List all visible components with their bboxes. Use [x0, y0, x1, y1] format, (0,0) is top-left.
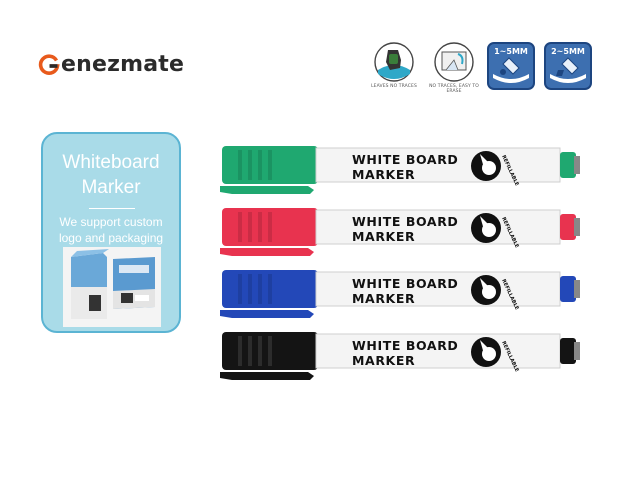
marker-label-line1: WHITE BOARD [352, 338, 458, 353]
marker-barrel [315, 333, 561, 369]
marker-red: WHITE BOARD MARKER REFILLABLE [218, 204, 584, 260]
marker-cap [222, 270, 318, 308]
packaging-photo [63, 247, 161, 327]
card-divider [89, 208, 135, 209]
marker-green: WHITE BOARD MARKER REFILLABLE [218, 142, 584, 198]
chisel-tip-icon [550, 57, 586, 83]
feature-leaves-no-traces: LEAVES NO TRACES [368, 40, 420, 92]
marker-label-line1: WHITE BOARD [352, 214, 458, 229]
brand-logo: enezmate [38, 54, 184, 76]
refill-ink-icon [471, 337, 501, 367]
marker-grip-ribs [238, 212, 272, 242]
marker-cap [222, 146, 318, 184]
marker-clip [220, 186, 314, 194]
marker-clip [220, 372, 314, 380]
feature-easy-erase: NO TRACES, EASY TO ERASE [428, 40, 480, 94]
feature-chisel-tip: 2~5MM [544, 42, 592, 90]
marker-graphic: WHITE BOARD MARKER REFILLABLE [220, 332, 580, 380]
marker-graphic: WHITE BOARD MARKER REFILLABLE [220, 270, 580, 318]
marker-barrel [315, 209, 561, 245]
marker-barrel [315, 147, 561, 183]
marker-grip-ribs [238, 274, 272, 304]
packaging-box-image [63, 247, 161, 327]
card-subtitle: We support custom logo and packaging [58, 215, 164, 245]
marker-grip-ribs [238, 336, 272, 366]
marker-end-tab [574, 280, 580, 298]
marker-end-tab [574, 218, 580, 236]
marker-barrel [315, 271, 561, 307]
feature-caption: NO TRACES, EASY TO ERASE [429, 84, 479, 94]
product-info-card: Whiteboard Marker We support custom logo… [41, 132, 181, 333]
board-wipe-icon [434, 42, 474, 82]
marker-end-plug [560, 338, 576, 364]
marker-end-plug [560, 276, 576, 302]
marker-label-line2: MARKER [352, 291, 415, 306]
marker-graphic: WHITE BOARD MARKER REFILLABLE [220, 146, 580, 194]
marker-cap [222, 332, 318, 370]
card-title: Whiteboard Marker [62, 152, 160, 198]
round-tip-icon [493, 57, 529, 83]
marker-label-line1: WHITE BOARD [352, 152, 458, 167]
marker-end-tab [574, 156, 580, 174]
refill-ink-icon [471, 151, 501, 181]
feature-round-tip: 1~5MM [487, 42, 535, 90]
marker-grip-ribs [238, 150, 272, 180]
marker-black: WHITE BOARD MARKER REFILLABLE [218, 328, 584, 384]
marker-label-line2: MARKER [352, 229, 415, 244]
marker-end-tab [574, 342, 580, 360]
marker-blue: WHITE BOARD MARKER REFILLABLE [218, 266, 584, 322]
marker-label-line2: MARKER [352, 167, 415, 182]
tip-size-label: 2~5MM [551, 47, 585, 56]
marker-clip [220, 248, 314, 256]
refill-ink-icon [471, 213, 501, 243]
brand-name: enezmate [61, 52, 185, 77]
refill-ink-icon [471, 275, 501, 305]
marker-label-line2: MARKER [352, 353, 415, 368]
marker-end-plug [560, 214, 576, 240]
marker-clip [220, 310, 314, 318]
marker-graphic: WHITE BOARD MARKER REFILLABLE [220, 208, 580, 256]
marker-label-line1: WHITE BOARD [352, 276, 458, 291]
feature-caption: LEAVES NO TRACES [371, 84, 417, 89]
marker-end-plug [560, 152, 576, 178]
hand-wipe-icon [374, 42, 414, 82]
marker-cap [222, 208, 318, 246]
tip-size-label: 1~5MM [494, 47, 528, 56]
brand-g-logo-icon [38, 54, 60, 75]
